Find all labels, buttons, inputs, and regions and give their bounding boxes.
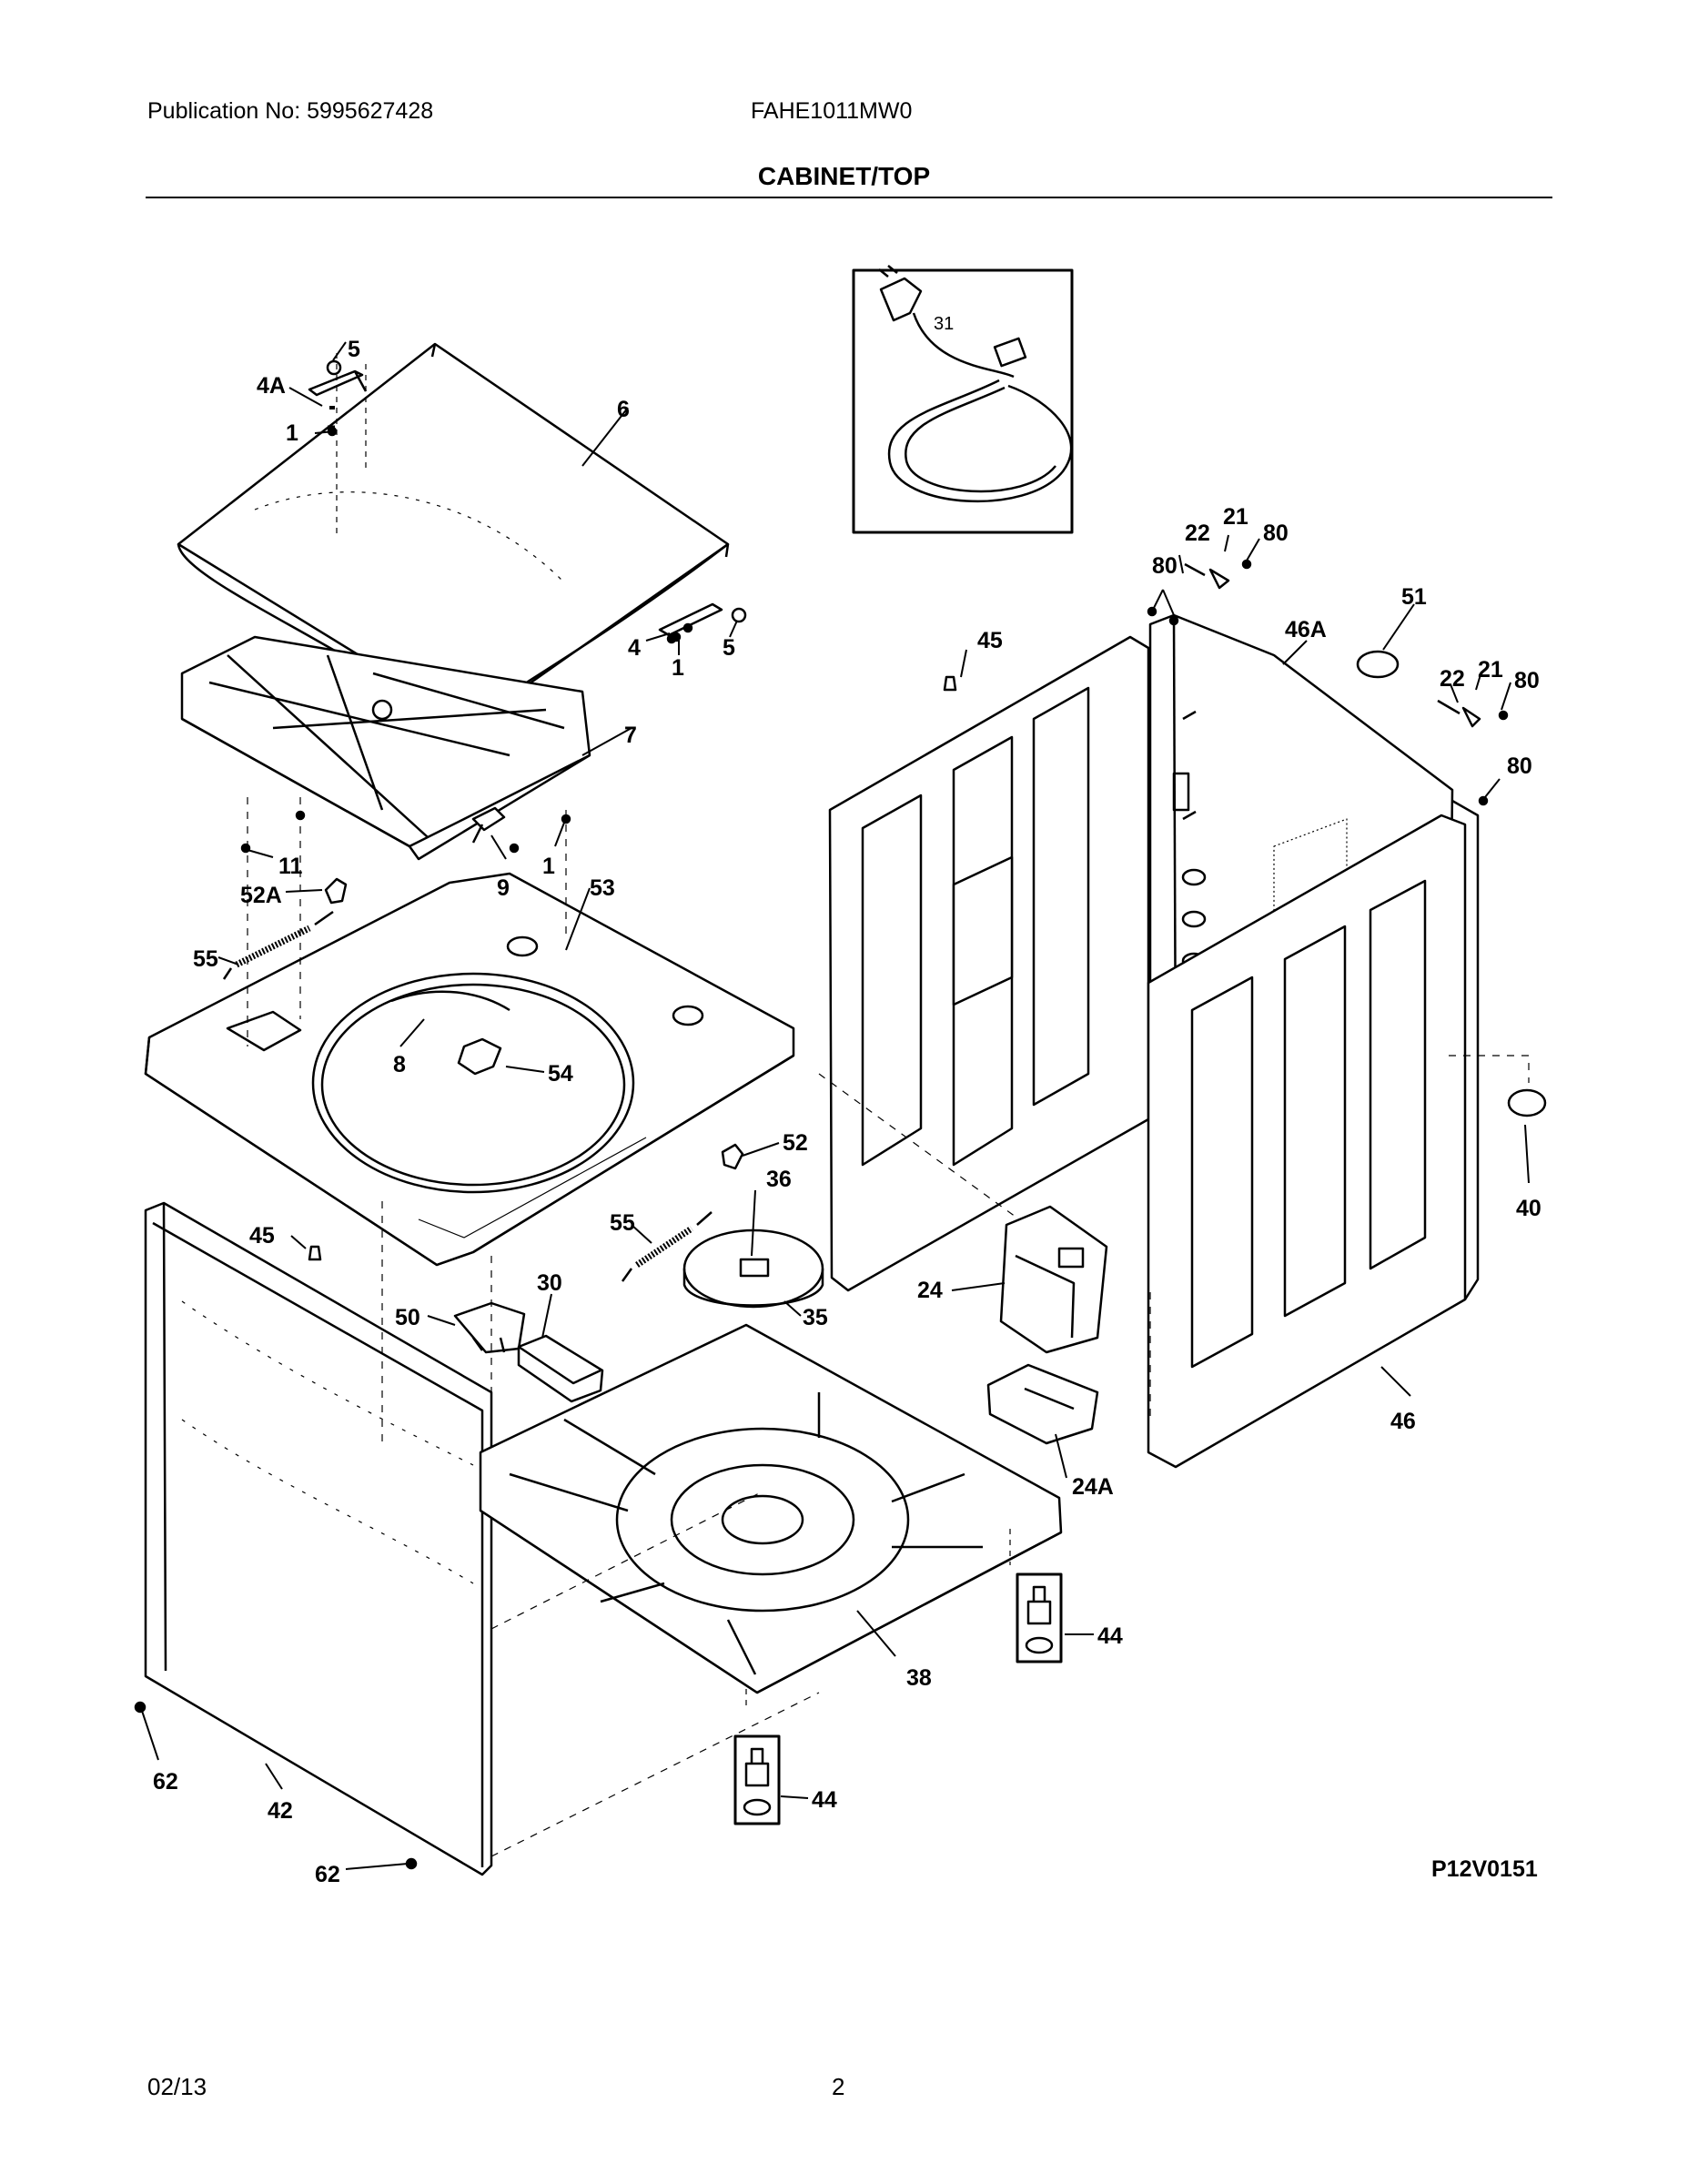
lid-inner-frame [180,635,591,861]
callout: 4A [257,373,286,399]
base [479,1323,1063,1707]
callout: 80 [1263,521,1289,546]
callout: 54 [548,1061,573,1087]
page-number: 2 [832,2073,845,2100]
callout: 45 [249,1223,275,1249]
callout: 1 [286,420,298,446]
callout-labels: 5 4A 1 6 4 1 5 7 11 9 1 52A 53 55 8 54 5… [153,314,1541,1887]
callout: 46A [1285,617,1327,642]
screws-lid [240,426,677,854]
springs [222,910,713,1282]
alignment-lines [247,797,1530,1857]
callout: 55 [610,1210,635,1236]
main-top [144,872,795,1267]
callout: 21 [1223,504,1248,530]
callout: 62 [315,1862,340,1887]
callout: 44 [812,1787,837,1813]
callout: 40 [1516,1196,1541,1221]
lid-lock [453,1301,526,1354]
control-box [999,1205,1108,1354]
callout: 1 [672,655,684,681]
block-30 [517,1334,604,1403]
leader-lines [141,341,1530,1870]
control-box-bracket [986,1363,1099,1445]
callout: 6 [617,397,630,422]
callout: 22 [1185,521,1210,546]
callout: 52 [783,1130,808,1156]
callout: 36 [766,1167,792,1192]
power-cord-inset [852,265,1074,534]
callout: 35 [803,1305,828,1330]
callout: 42 [268,1798,293,1824]
publication-number: Publication No: 5995627428 [147,98,434,124]
leveling-foot-front [733,1734,781,1825]
callout: 52A [240,883,282,908]
small-parts [308,562,1547,1261]
callout: 80 [1514,668,1540,693]
callout: 62 [153,1769,178,1795]
callout: 55 [193,946,218,972]
lid-switch [471,806,506,844]
footer-date: 02/13 [147,2073,207,2100]
header-rule [146,197,1552,198]
callout: 51 [1401,584,1427,610]
tub-ring [682,1228,824,1309]
callout: 7 [624,723,637,748]
callout: 24A [1072,1474,1114,1500]
callout: 24 [917,1278,943,1303]
callout: 38 [906,1665,932,1691]
hook-brackets [324,877,744,1170]
model-number: FAHE1011MW0 [751,98,913,124]
callout: 11 [278,854,303,879]
callout: 46 [1390,1409,1416,1434]
callout: 5 [348,337,360,362]
side-panel-right [1147,799,1480,1469]
callout: 22 [1440,666,1465,692]
diagram-reference-code: P12V0151 [1431,1856,1538,1882]
callout: 53 [590,875,615,901]
leveling-foot-rear [1016,1572,1063,1663]
callout: 45 [977,628,1003,653]
screws-cabinet [1147,559,1509,806]
callout: 50 [395,1305,420,1330]
callout: 9 [497,875,510,901]
side-panel-left [828,635,1150,1292]
top-lid [177,342,730,735]
section-title: CABINET/TOP [757,162,931,190]
callout: 21 [1478,657,1503,682]
callout: 30 [537,1270,562,1296]
callout: 1 [542,854,555,879]
callout: 31 [934,314,954,334]
callout: 44 [1097,1623,1123,1649]
callout: 8 [393,1052,406,1077]
front-panel [144,1201,493,1876]
front-panel-screws [134,1701,418,1870]
callout: 5 [723,635,735,661]
callout: 80 [1507,753,1532,779]
callout: 80 [1152,553,1178,579]
callout: 4 [628,635,641,661]
